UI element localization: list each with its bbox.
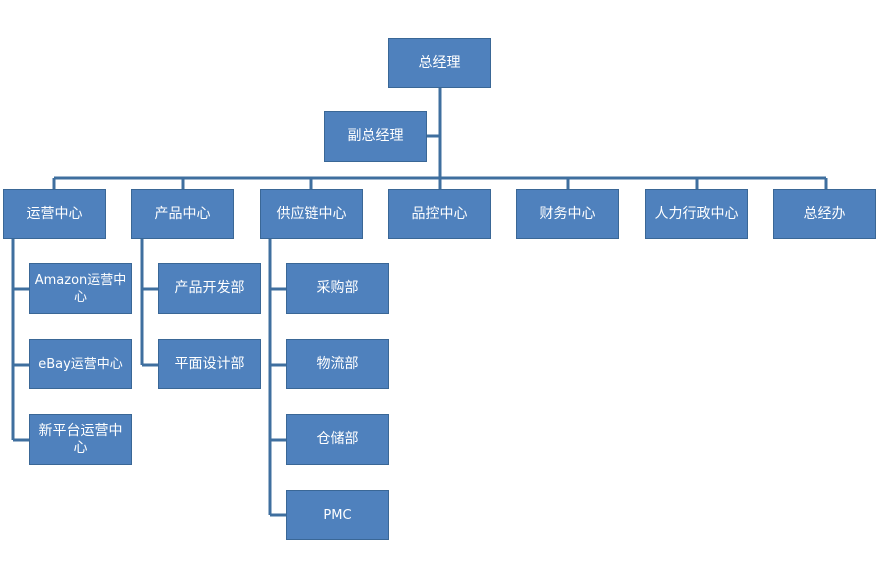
- node-dept-hr-admin: 人力行政中心: [645, 189, 748, 239]
- node-ops-amazon: Amazon运营中心: [29, 263, 132, 314]
- node-label: 产品中心: [154, 205, 211, 222]
- node-label: 仓储部: [316, 431, 359, 447]
- node-label: Amazon运营中心: [34, 272, 127, 305]
- node-label: 人力行政中心: [654, 205, 739, 222]
- node-label: 产品开发部: [174, 280, 245, 296]
- node-label: 财务中心: [539, 205, 596, 222]
- node-label: 供应链中心: [276, 205, 347, 222]
- node-dept-operations: 运营中心: [3, 189, 106, 239]
- node-label: eBay运营中心: [38, 356, 123, 372]
- node-product-graphic-design: 平面设计部: [158, 339, 261, 389]
- node-dept-quality: 品控中心: [388, 189, 491, 239]
- node-dept-gm-office: 总经办: [773, 189, 876, 239]
- node-label: 平面设计部: [174, 355, 245, 372]
- node-supply-logistics: 物流部: [286, 339, 389, 389]
- node-dept-product: 产品中心: [131, 189, 234, 239]
- node-label: 采购部: [316, 280, 359, 296]
- node-deputy: 副总经理: [324, 111, 427, 162]
- node-dept-finance: 财务中心: [516, 189, 619, 239]
- node-deputy-label: 副总经理: [347, 128, 404, 144]
- node-label: PMC: [323, 507, 352, 523]
- node-ceo: 总经理: [388, 38, 491, 88]
- node-supply-warehouse: 仓储部: [286, 414, 389, 465]
- node-label: 品控中心: [411, 205, 468, 222]
- node-dept-supply-chain: 供应链中心: [260, 189, 363, 239]
- node-supply-purchasing: 采购部: [286, 263, 389, 314]
- node-label: 总经办: [803, 205, 846, 222]
- node-ops-new-platform: 新平台运营中心: [29, 414, 132, 465]
- node-ops-ebay: eBay运营中心: [29, 339, 132, 389]
- node-label: 新平台运营中心: [38, 422, 123, 456]
- node-supply-pmc: PMC: [286, 490, 389, 540]
- node-product-development: 产品开发部: [158, 263, 261, 314]
- node-label: 物流部: [316, 355, 359, 372]
- node-ceo-label: 总经理: [418, 54, 461, 71]
- node-label: 运营中心: [26, 205, 83, 222]
